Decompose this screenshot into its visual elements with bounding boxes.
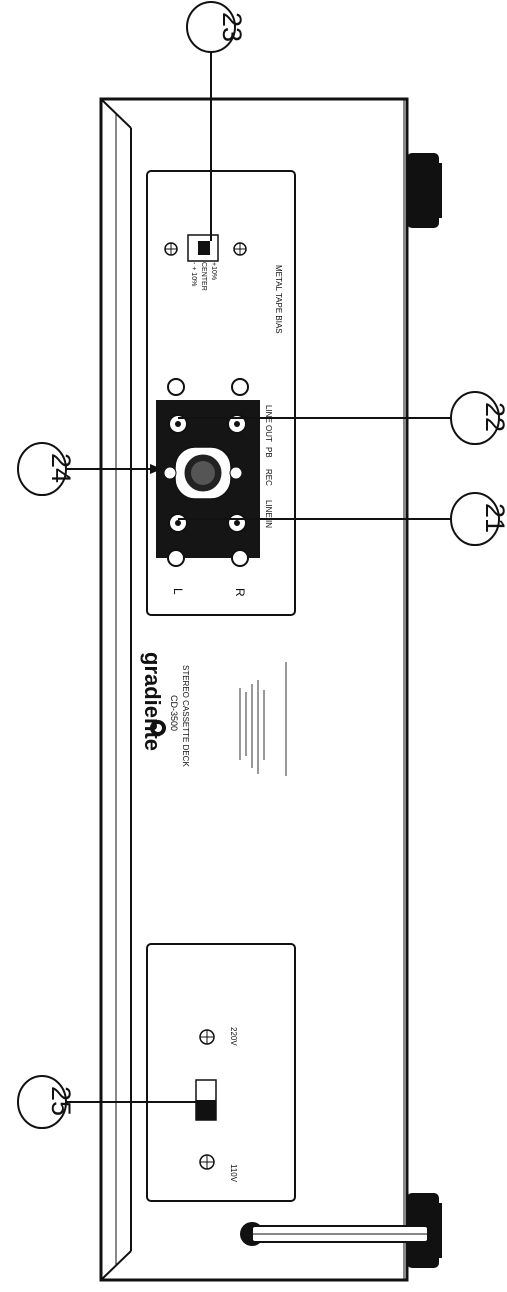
channel-l-label: L	[171, 588, 185, 595]
callout-22: 22	[178, 391, 507, 445]
line-in-label: LINE IN	[264, 500, 273, 528]
callout-24: 24	[17, 442, 162, 496]
model-description: STEREO CASSETTE DECK	[181, 665, 190, 767]
line-out-label: LINE OUT	[264, 405, 273, 442]
jack-plate	[156, 378, 260, 567]
bias-minus-label: - + 10%	[190, 262, 197, 286]
rec-label: REC	[264, 469, 273, 486]
voltage-panel	[146, 943, 296, 1202]
fine-print-block	[239, 662, 287, 776]
chassis	[99, 97, 409, 1282]
voltage-selector-area	[195, 1029, 217, 1170]
gradiente-logo-icon	[150, 720, 166, 736]
voltage-panel-labels: 110V 220V	[229, 1027, 238, 1183]
callout-21: 21	[178, 492, 507, 546]
channel-r-label: R	[233, 588, 247, 597]
foot-top	[407, 153, 442, 228]
bias-switch-area	[164, 234, 247, 262]
upper-panel-labels: METAL TAPE BIAS - + 10% CENTER +10% LINE…	[171, 262, 283, 597]
callout-23: 23	[186, 1, 247, 241]
brand-name: gradiente	[140, 652, 165, 751]
power-cord	[240, 1222, 429, 1246]
svg-text:22: 22	[480, 402, 507, 432]
brand-block: gradiente CD-3500 STEREO CASSETTE DECK	[140, 652, 287, 776]
model-number: CD-3500	[169, 695, 179, 731]
svg-text:23: 23	[217, 12, 247, 42]
bias-center-label: CENTER	[200, 262, 207, 291]
bias-label: METAL TAPE BIAS	[274, 265, 283, 334]
callout-25: 25	[17, 1075, 198, 1129]
voltage-110-label: 110V	[229, 1164, 238, 1183]
svg-text:21: 21	[480, 503, 507, 533]
pb-label: PB	[264, 447, 273, 458]
bias-plus-label: +10%	[210, 262, 217, 280]
voltage-220-label: 220V	[229, 1027, 238, 1046]
